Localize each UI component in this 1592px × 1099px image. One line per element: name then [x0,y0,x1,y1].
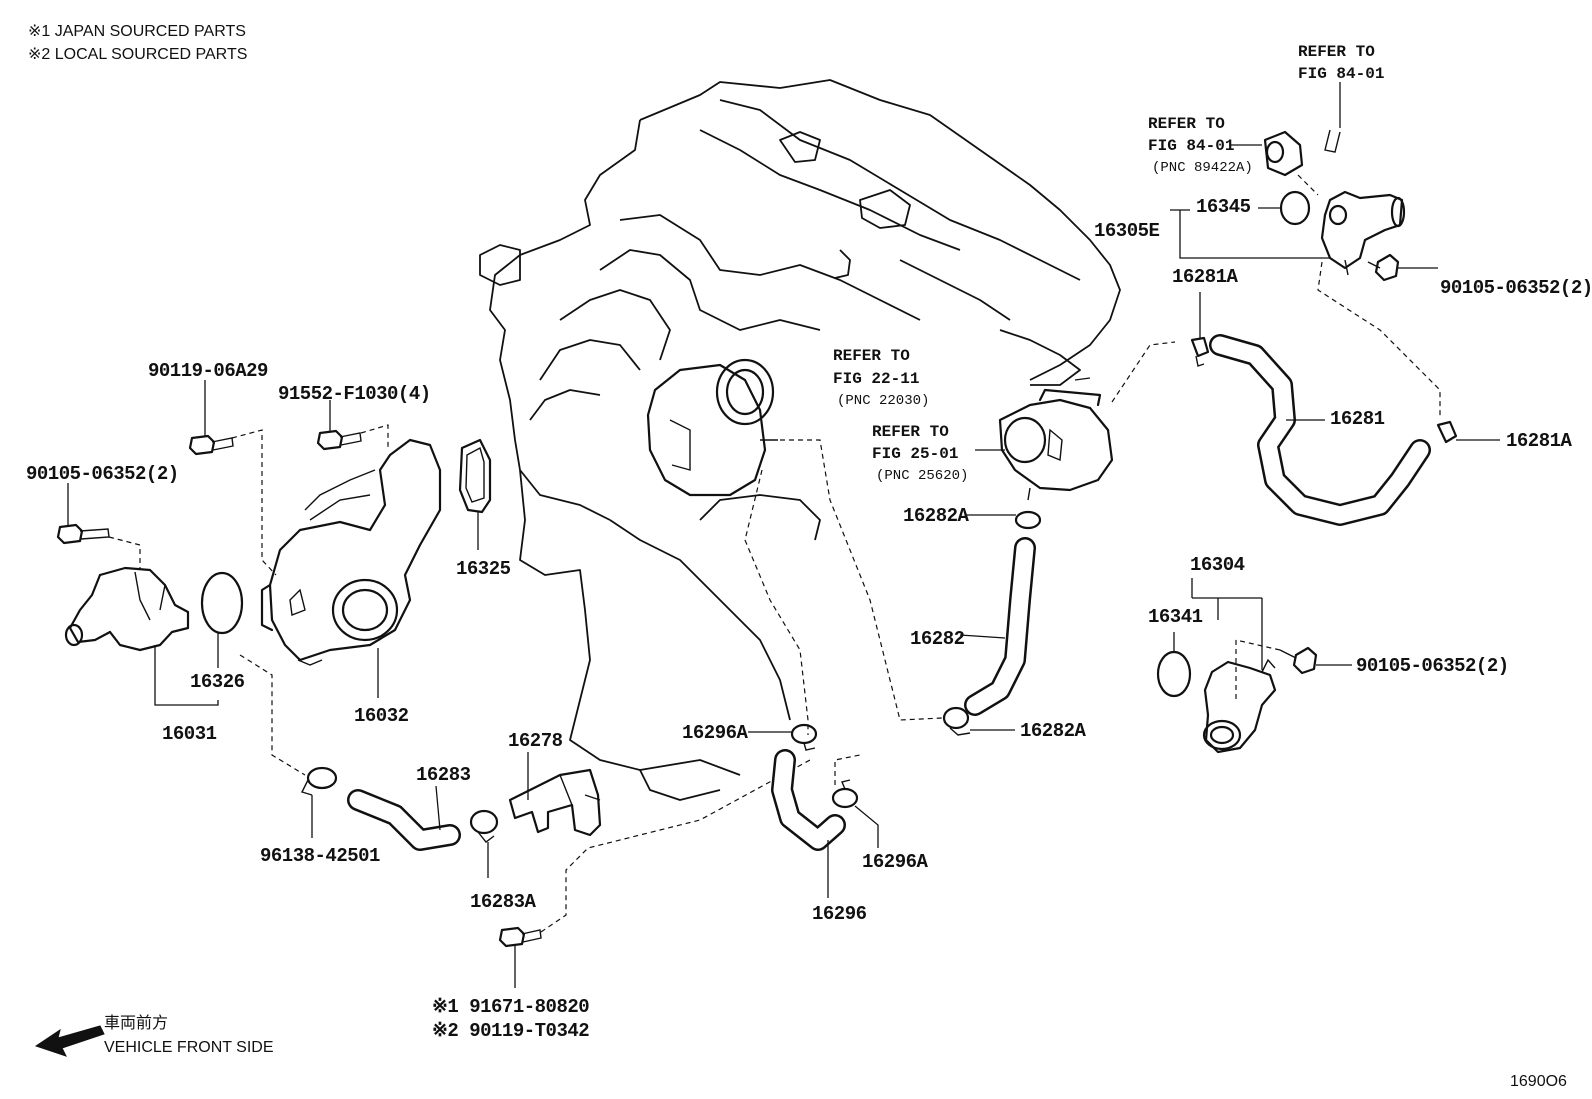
part-91671-80820[interactable]: ※1 91671-80820 [432,996,590,1018]
bolt-90105-06352-left [56,483,110,545]
note-local-sourced: ※2 LOCAL SOURCED PARTS [28,46,248,63]
part-16326[interactable]: 16326 [190,671,245,693]
clip-16282A-top [965,510,1042,530]
bolt-90105-06352-upper-right [1367,253,1438,282]
dash-line-bolt-c [108,536,141,570]
refer-fig-sensor[interactable]: FIG 84-01 [1148,137,1235,155]
part-16031[interactable]: 16031 [162,723,217,745]
clip-16281A-top [1190,292,1210,367]
part-16281A-top[interactable]: 16281A [1172,266,1238,288]
direction-english: VEHICLE FRONT SIDE [104,1039,274,1056]
part-90105-06352-upper-right[interactable]: 90105-06352(2) [1440,277,1592,299]
part-16296A-top[interactable]: 16296A [682,722,748,744]
part-16283A[interactable]: 16283A [470,891,536,913]
gasket-16325 [458,438,492,550]
refer-pnc-egr: (PNC 25620) [876,468,969,484]
vehicle-front-arrow-icon [34,1025,105,1057]
part-90119-06A29[interactable]: 90119-06A29 [148,360,268,382]
bolt-91671-80820 [498,926,542,988]
gasket-16345 [1258,190,1311,226]
water-temperature-sensor [1230,130,1304,177]
part-90105-06352-left[interactable]: 90105-06352(2) [26,463,179,485]
refer-pnc-sensor: (PNC 89422A) [1152,160,1253,176]
dash-line-outlet [1317,261,1441,418]
refer-fig-throttle[interactable]: FIG 22-11 [833,370,920,388]
note-japan-sourced: ※1 JAPAN SOURCED PARTS [28,23,246,40]
dash-line-egr [1111,341,1176,403]
part-16325[interactable]: 16325 [456,558,511,580]
part-90119-T0342[interactable]: ※2 90119-T0342 [432,1020,590,1042]
leader-16304 [1191,578,1263,670]
clip-96138-42501 [301,766,338,838]
water-outlet-housing-16032 [260,438,442,698]
dash-line-clip-a [239,654,306,776]
part-16283[interactable]: 16283 [416,764,471,786]
refer-fig-egr[interactable]: FIG 25-01 [872,445,959,463]
clip-16282A-bottom [942,706,1015,736]
part-16282A-bottom[interactable]: 16282A [1020,720,1086,742]
gasket-16341 [1156,632,1192,698]
water-inlet-16031 [64,566,190,652]
part-16278[interactable]: 16278 [508,730,563,752]
bolt-90119-06A29 [188,380,234,456]
part-16296[interactable]: 16296 [812,903,867,925]
refer-fig-top[interactable]: FIG 84-01 [1298,65,1385,83]
dash-line-bolt-bottom [540,759,811,933]
clip-16281A-right [1436,420,1500,444]
clip-16296A-top [748,723,818,751]
dash-line-sensor [1297,174,1319,196]
throttle-body [646,358,778,497]
dash-line-bolt-b [360,424,389,450]
leader-16305E [1170,209,1330,259]
part-16282A-top[interactable]: 16282A [903,505,969,527]
dash-line-throttle-a [744,469,809,735]
refer-to-label-throttle: REFER TO [833,347,910,365]
part-16296A-bottom[interactable]: 16296A [862,851,928,873]
hose-16281 [1209,334,1431,526]
part-16304[interactable]: 16304 [1190,554,1245,576]
figure-code: 1690O6 [1510,1073,1567,1090]
part-16281A-right[interactable]: 16281A [1506,430,1572,452]
part-16282[interactable]: 16282 [910,628,965,650]
dash-line-bolt-a [231,429,277,576]
engine-block-outline [479,79,1121,801]
part-90105-06352-lower-right[interactable]: 90105-06352(2) [1356,655,1509,677]
thermostat-housing-16304 [1202,658,1277,754]
dash-line-throttle-b [780,439,943,721]
refer-to-label-top: REFER TO [1298,43,1375,61]
dash-line-bolt-lr [1235,639,1281,651]
clip-16283A [469,809,499,878]
egr-valve-assembly [975,377,1114,501]
clip-16296A-bottom [831,779,879,848]
water-bypass-pipe-16278 [508,752,602,837]
part-16341[interactable]: 16341 [1148,606,1203,628]
part-16305E[interactable]: 16305E [1094,220,1160,242]
direction-japanese: 車両前方 [104,1015,169,1032]
hose-16283 [347,785,461,851]
refer-to-label-egr: REFER TO [872,423,949,441]
refer-pnc-throttle: (PNC 22030) [837,393,930,409]
bolt-91552-F1030 [316,400,362,451]
hose-16282 [959,537,1036,716]
water-outlet-16305E [1320,190,1406,276]
refer-to-label-sensor: REFER TO [1148,115,1225,133]
leader-16031 [154,645,219,706]
part-91552-F1030[interactable]: 91552-F1030(4) [278,383,431,405]
part-16032[interactable]: 16032 [354,705,409,727]
hose-16296 [771,749,846,898]
part-16345[interactable]: 16345 [1196,196,1251,218]
gasket-16326 [200,571,244,668]
bolt-90105-06352-lower-right [1279,646,1352,675]
part-16281[interactable]: 16281 [1330,408,1385,430]
part-96138-42501[interactable]: 96138-42501 [260,845,380,867]
clip-wire [1324,129,1341,153]
